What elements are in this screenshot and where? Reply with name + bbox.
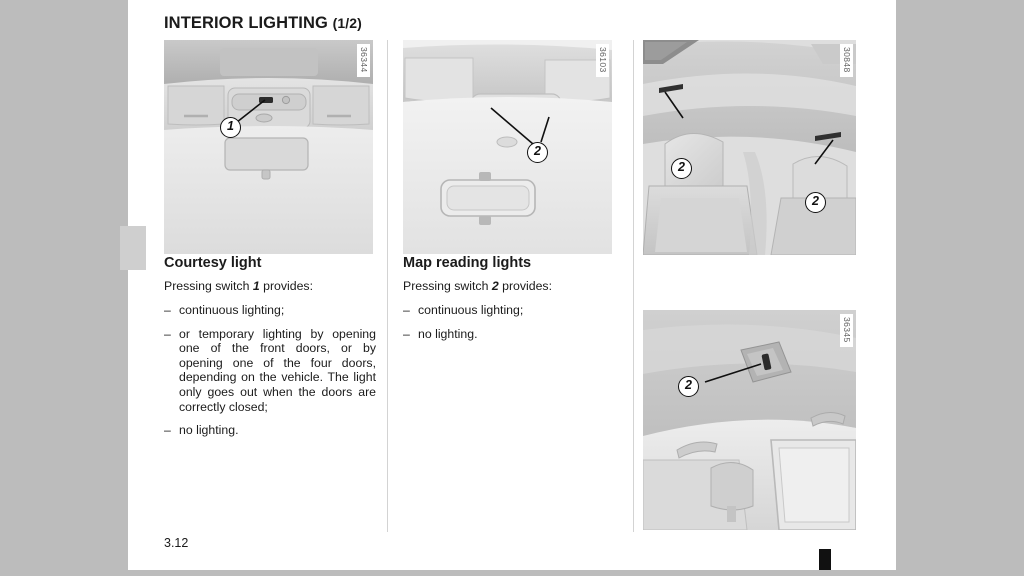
section-heading: Map reading lights [403,255,532,271]
figure-2-reference-code: 36103 [596,44,609,77]
column-rule-2 [633,40,634,532]
list-item-text: continuous lighting; [418,303,524,317]
list-item-text: no lighting. [179,423,239,438]
figure-4-illustration [643,310,856,530]
manual-page: INTERIOR LIGHTING (1/2) [120,0,896,576]
section-items: –continuous lighting; –no lighting. [403,303,615,341]
lead-before: Pressing switch [403,279,492,293]
lead-emphasis: 2 [491,279,499,293]
figure-rear-cabin-reading-lights: 2 2 30848 [643,40,856,255]
lead-emphasis: 1 [252,279,260,293]
column-rule-1 [387,40,388,532]
list-item: –continuous lighting; [403,303,615,318]
list-item-text: continuous lighting; [179,303,285,317]
callout-2: 2 [678,376,699,397]
figure-1-illustration [164,40,373,254]
figure-3-reference-code: 30848 [840,44,853,77]
callout-2: 2 [527,142,548,163]
chapter-edge-marker [819,549,831,571]
list-dash: – [164,303,171,317]
list-item: –continuous lighting; [164,303,376,318]
page-number: 3.12 [164,536,189,550]
chapter-thumb-tab [120,226,146,270]
list-item: –no lighting. [164,423,376,438]
figure-rear-corner-reading-light: 2 36345 [643,310,856,530]
figure-overhead-console-map-reading-lights: 2 36103 [403,40,612,254]
page-title-part: (1/2) [332,15,362,31]
figure-overhead-console-courtesy-light: 1 36344 [164,40,373,254]
section-courtesy-light: Courtesy light Pressing switch 1 provide… [164,255,376,438]
list-dash: – [164,423,171,438]
section-items: –continuous lighting; –or temporary ligh… [164,303,376,438]
callout-2-left: 2 [671,158,692,179]
list-item-text: no lighting. [418,326,478,341]
page-title: INTERIOR LIGHTING (1/2) [164,14,362,33]
figure-2-illustration [403,40,612,254]
page-title-main: INTERIOR LIGHTING [164,14,328,32]
list-item: –no lighting. [403,327,615,342]
section-lead: Pressing switch 2 provides: [403,279,615,294]
list-item: –or temporary lighting by opening one of… [164,327,376,415]
section-heading: Courtesy light [164,255,262,271]
section-map-reading-lights: Map reading lights Pressing switch 2 pro… [403,255,615,341]
figure-3-illustration [643,40,856,255]
viewer-bottom-band [0,570,1024,576]
figure-4-reference-code: 36345 [840,314,853,347]
section-lead: Pressing switch 1 provides: [164,279,376,294]
list-item-text: or temporary lighting by opening one of … [179,326,376,414]
list-dash: – [403,303,410,317]
lead-after: provides: [259,279,314,293]
figure-1-reference-code: 36344 [357,44,370,77]
lead-before: Pressing switch [164,279,253,293]
lead-after: provides: [498,279,553,293]
list-dash: – [403,326,410,341]
callout-1: 1 [220,117,241,138]
callout-2-right: 2 [805,192,826,213]
list-dash: – [164,326,171,341]
